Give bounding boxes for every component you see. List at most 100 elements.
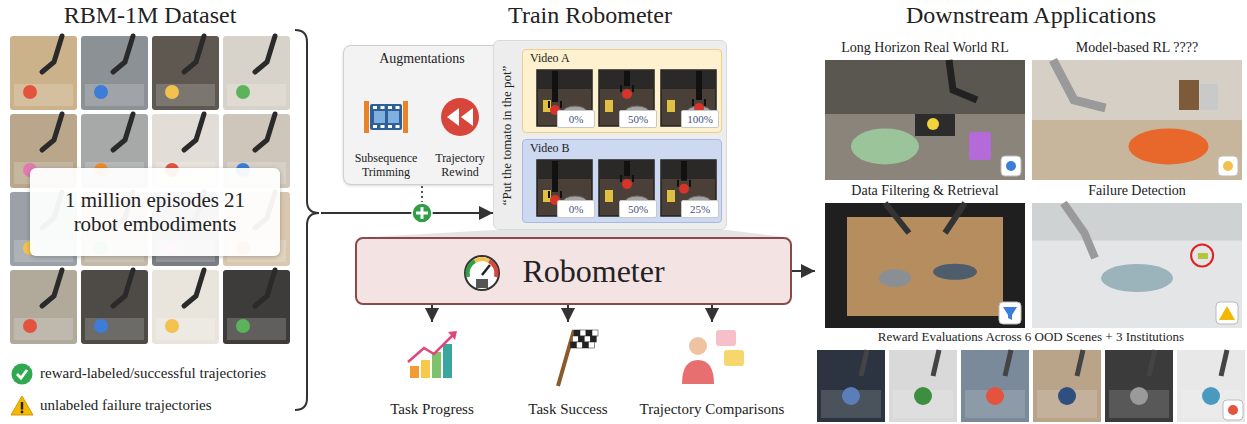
node-illustration xyxy=(815,330,1247,424)
robot-arm xyxy=(1077,350,1083,376)
scene-photo xyxy=(1177,350,1245,422)
robot-arm xyxy=(933,350,939,376)
object xyxy=(986,387,1004,405)
node-label: Robometer xyxy=(522,253,664,290)
table-surface xyxy=(156,318,215,340)
node-heading: Long Horizon Real World RL xyxy=(841,40,1008,56)
legend: reward-labeled/successful trajectories un… xyxy=(10,358,310,422)
node-label: 50% xyxy=(628,113,648,126)
gripper xyxy=(552,71,558,102)
sprocket-hole xyxy=(388,106,392,109)
checkered-flag xyxy=(571,342,577,348)
gripper xyxy=(552,161,558,192)
progress-tag: 50% xyxy=(619,200,657,218)
robot-arm xyxy=(861,350,867,376)
gripper xyxy=(624,71,630,86)
checkered-flag xyxy=(589,342,595,348)
robot-arm xyxy=(42,36,62,72)
plus-symbol xyxy=(416,207,428,219)
checkered-flag xyxy=(584,336,590,342)
corner-icon-mark xyxy=(1228,405,1238,415)
table-surface xyxy=(14,318,73,340)
progress-tag: 25% xyxy=(681,200,719,218)
dataset-thumbnail xyxy=(10,36,77,110)
robot-arm xyxy=(1053,60,1106,108)
table xyxy=(1032,241,1242,329)
frame-background xyxy=(538,71,591,89)
gauge-arc xyxy=(489,261,496,277)
rewind-symbol xyxy=(447,108,473,126)
food xyxy=(927,118,939,130)
model-box: Robometer xyxy=(355,237,792,305)
flag-pole xyxy=(558,330,574,386)
table-surface xyxy=(85,318,144,340)
robot-arm xyxy=(184,270,204,306)
checkered-flag xyxy=(583,342,589,348)
checkered-flag xyxy=(586,330,592,336)
node-heading: Model-based RL ???? xyxy=(1076,40,1198,56)
node-label: Video B xyxy=(530,142,570,156)
frame-background xyxy=(662,161,715,179)
gripper xyxy=(696,71,702,100)
section-title: Train Robometer xyxy=(465,2,715,30)
output-item: Task Progress xyxy=(372,322,492,420)
film-frame xyxy=(388,111,399,123)
node-label: “Put the tomato in the pot” xyxy=(500,45,515,225)
failure-marker xyxy=(1191,245,1213,267)
legend-label: unlabeled failure trajectories xyxy=(40,397,212,414)
progress-bar xyxy=(432,352,441,378)
gauge-arc xyxy=(468,261,475,277)
corner-icon xyxy=(1001,156,1021,176)
counter xyxy=(825,114,1025,180)
scene-photo xyxy=(961,350,1029,422)
robot-arm xyxy=(1149,350,1155,376)
alert-icon xyxy=(1216,302,1238,324)
section-title-box: Train Robometer xyxy=(465,2,715,30)
pan xyxy=(915,114,955,136)
output-item: Trajectory Comparisons xyxy=(632,322,792,420)
legend-icon xyxy=(10,394,34,418)
tomato xyxy=(679,184,689,194)
legend-item: reward-labeled/successful trajectories xyxy=(10,358,310,390)
photo xyxy=(825,60,1025,180)
task-object xyxy=(165,319,179,333)
curly-bracket xyxy=(295,30,319,410)
frame-background xyxy=(600,161,653,179)
arrow-connector xyxy=(792,270,815,272)
wooden-board xyxy=(847,217,1003,316)
checkered-flag xyxy=(580,330,586,336)
node-heading: Augmentations xyxy=(379,51,465,67)
corner-icon-mark xyxy=(1223,161,1233,171)
video-box: Video A0%50%100% xyxy=(522,49,722,133)
stats-box: 1 million episodes 21 robot embodiments xyxy=(30,168,280,256)
sprocket-hole xyxy=(381,106,385,109)
node-label: Task Progress xyxy=(390,401,474,418)
can xyxy=(1200,84,1218,110)
checkered-flag xyxy=(577,342,583,348)
node-label: Video A xyxy=(530,52,570,66)
dataset-thumbnail xyxy=(223,36,290,110)
gripper xyxy=(624,161,630,176)
success-check-circle xyxy=(12,364,33,385)
dotted-link xyxy=(421,186,423,202)
tomato xyxy=(622,179,632,189)
speech-bubble xyxy=(724,350,744,366)
photo xyxy=(825,203,1025,328)
object xyxy=(1198,253,1208,259)
node-heading: Failure Detection xyxy=(1088,183,1186,199)
table-surface xyxy=(227,318,286,340)
video-panel: “Put the tomato in the pot” Video A0%50%1… xyxy=(493,40,727,230)
task-object xyxy=(23,319,37,333)
node-heading: Reward Evaluations Across 6 OOD Scenes +… xyxy=(878,330,1184,345)
dataset-thumbnail xyxy=(81,36,148,110)
checkered-flag xyxy=(592,330,598,336)
node-illustration xyxy=(825,183,1025,328)
scene-photo xyxy=(1105,350,1173,422)
sprocket-hole xyxy=(396,106,400,109)
robot-arm xyxy=(113,36,133,72)
node-illustration xyxy=(1032,40,1242,180)
dataset-thumbnail xyxy=(10,270,77,344)
corner-icon-mark xyxy=(1006,161,1016,171)
alert-triangle xyxy=(1219,306,1235,320)
